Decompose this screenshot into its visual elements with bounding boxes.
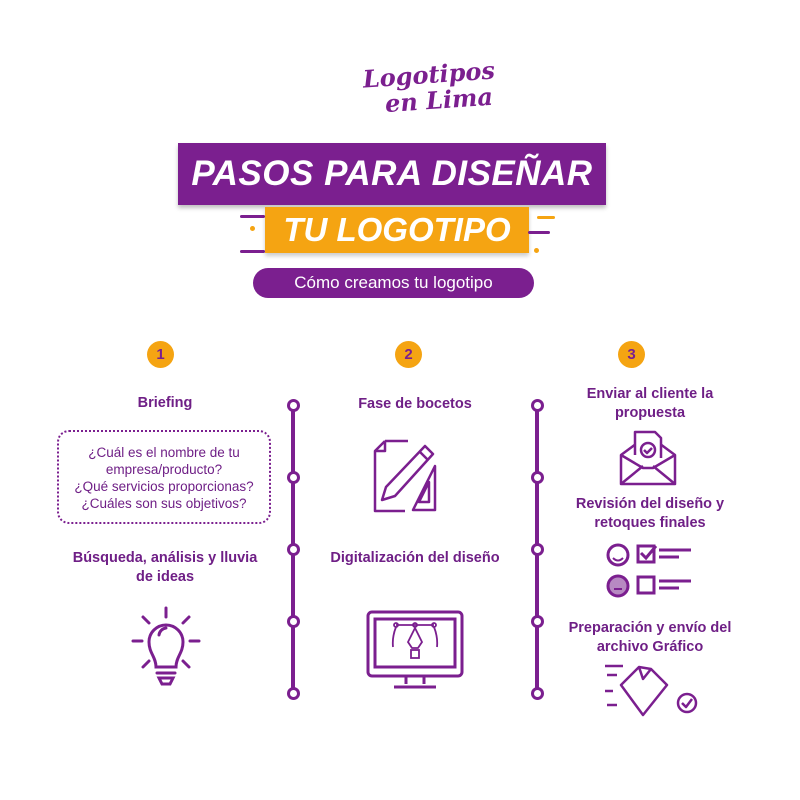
question: empresa/producto? — [105, 462, 223, 477]
neutral-face-icon — [606, 574, 630, 598]
step3-title-delivery: Preparación y envío del archivo Gráfico — [568, 620, 732, 655]
briefing-questions-box: ¿Cuál es el nombre de tu empresa/product… — [57, 430, 271, 524]
step2-title-digitalization: Digitalización del diseño — [330, 550, 500, 566]
decor-dash — [240, 250, 265, 253]
sketch-pencil-icon — [373, 439, 437, 513]
step3-title-send-proposal: Enviar al cliente la propuesta — [586, 386, 714, 421]
step-number-1: 1 — [147, 341, 174, 368]
feedback-checklist-icon — [606, 543, 691, 598]
tagline: Cómo creamos tu logotipo — [294, 273, 493, 292]
step-number-2: 2 — [395, 341, 422, 368]
timeline-node — [286, 686, 300, 700]
question: ¿Cuál es el nombre de tu — [88, 445, 240, 460]
timeline-node — [530, 542, 544, 556]
tagline-pill: Cómo creamos tu logotipo — [253, 268, 534, 298]
decor-dash — [537, 216, 555, 219]
timeline-node — [286, 542, 300, 556]
subtitle-banner: TU LOGOTIPO — [265, 207, 529, 253]
timeline-node — [286, 398, 300, 412]
send-file-icon — [605, 664, 698, 717]
decor-dash — [528, 231, 550, 234]
step-number-3: 3 — [618, 341, 645, 368]
decor-dot — [534, 248, 539, 253]
decor-dot — [250, 226, 255, 231]
question: ¿Cuáles son sus objetivos? — [81, 496, 247, 511]
step1-title-briefing: Briefing — [137, 395, 193, 411]
lightbulb-icon — [131, 606, 201, 686]
timeline-node — [530, 398, 544, 412]
timeline-node — [286, 614, 300, 628]
title-banner: PASOS PARA DISEÑAR — [178, 143, 606, 205]
decor-dash — [240, 215, 265, 218]
question: ¿Qué servicios proporcionas? — [74, 479, 254, 494]
timeline-node — [286, 470, 300, 484]
step1-title-research: Búsqueda, análisis y lluvia de ideas — [72, 550, 258, 585]
title-line2: TU LOGOTIPO — [283, 211, 511, 248]
timeline-node — [530, 470, 544, 484]
envelope-check-icon — [619, 430, 677, 486]
brand-logo: Logotipos en Lima — [361, 55, 496, 120]
title-line1: PASOS PARA DISEÑAR — [191, 154, 593, 193]
monitor-pen-tool-icon — [366, 610, 464, 689]
timeline-node — [530, 686, 544, 700]
step2-title-sketches: Fase de bocetos — [358, 396, 472, 412]
step3-title-review: Revisión del diseño y retoques finales — [575, 496, 725, 531]
happy-face-icon — [606, 543, 630, 567]
timeline-node — [530, 614, 544, 628]
